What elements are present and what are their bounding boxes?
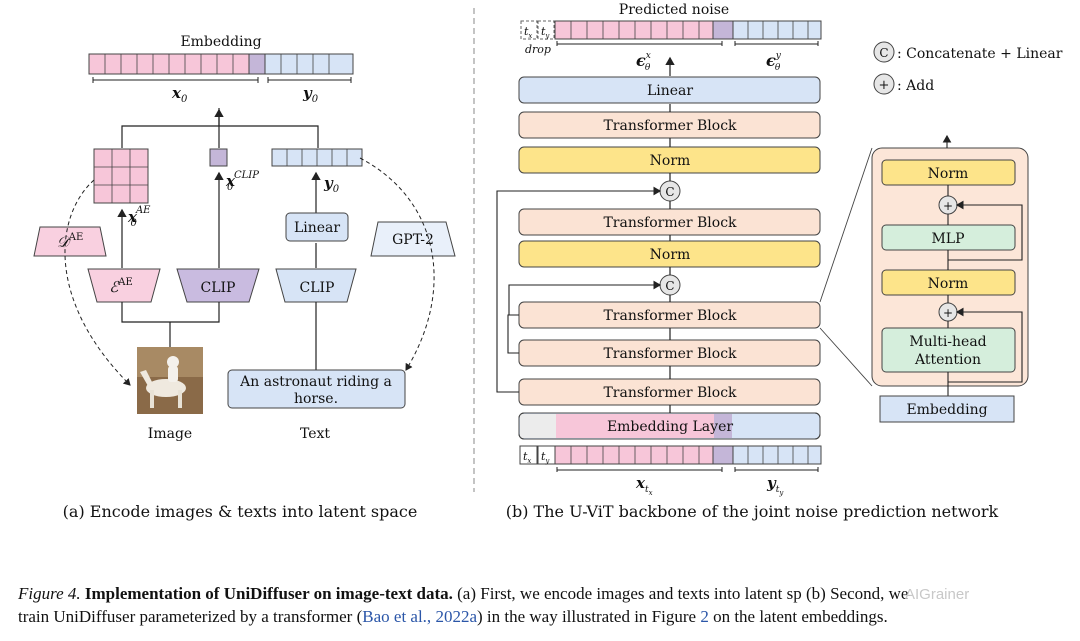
svg-text:Multi-head: Multi-head bbox=[909, 334, 986, 350]
svg-text:Linear: Linear bbox=[294, 220, 340, 236]
citation-bao-year[interactable]: 2022a bbox=[435, 607, 477, 626]
svg-text:Embedding Layer: Embedding Layer bbox=[607, 419, 733, 435]
svg-text:Norm: Norm bbox=[928, 166, 969, 182]
transformer-detail: Norm + MLP Norm + Multi-head Attention bbox=[871, 134, 1029, 387]
svg-text:Transformer Block: Transformer Block bbox=[603, 385, 737, 401]
svg-text:Transformer Block: Transformer Block bbox=[603, 215, 737, 231]
svg-text:ty: ty bbox=[541, 25, 550, 40]
block-linear: Linear bbox=[518, 76, 821, 104]
svg-text:CLIP: CLIP bbox=[300, 280, 335, 296]
svg-text:C: C bbox=[665, 185, 674, 199]
block-embedding-layer: Embedding Layer bbox=[518, 412, 821, 440]
svg-text:: Add: : Add bbox=[897, 78, 934, 94]
figure-caption: Figure 4. Implementation of UniDiffuser … bbox=[18, 582, 1068, 628]
xt-label: xtx bbox=[635, 474, 653, 497]
predicted-noise-title: Predicted noise bbox=[619, 2, 729, 18]
x0-label: x0 bbox=[171, 84, 188, 105]
svg-text:Transformer Block: Transformer Block bbox=[603, 308, 737, 324]
caption-text-2c: on the latent embeddings. bbox=[708, 607, 888, 626]
input-token-row: tx ty bbox=[519, 445, 822, 472]
svg-text:C: C bbox=[879, 46, 888, 60]
predicted-noise-row: tx ty bbox=[520, 20, 822, 46]
block-transformer-1: Transformer Block bbox=[518, 111, 821, 139]
svg-text:Transformer Block: Transformer Block bbox=[603, 118, 737, 134]
concat-node-1: C bbox=[659, 180, 681, 202]
clip-image-encoder: CLIP bbox=[176, 268, 260, 303]
embedding-token-row bbox=[88, 53, 354, 83]
subcaption-b: (b) The U-ViT backbone of the joint nois… bbox=[506, 502, 999, 521]
y0-label: y0 bbox=[302, 84, 319, 105]
svg-text:ty: ty bbox=[541, 450, 550, 465]
block-transformer-5: Transformer Block bbox=[518, 378, 821, 406]
svg-text:GPT-2: GPT-2 bbox=[392, 232, 434, 248]
text-label: Text bbox=[300, 426, 330, 442]
caption-text-1-tail: (b) Second, we bbox=[806, 584, 909, 603]
svg-text:+: + bbox=[943, 199, 953, 213]
svg-text:Norm: Norm bbox=[928, 276, 969, 292]
block-transformer-3: Transformer Block bbox=[518, 301, 821, 329]
linear-box-a: Linear bbox=[285, 212, 349, 242]
subcaption-a: (a) Encode images & texts into latent sp… bbox=[63, 502, 418, 521]
gpt2-decoder: GPT-2 bbox=[370, 221, 456, 257]
svg-text:horse.: horse. bbox=[294, 391, 338, 407]
svg-text:Norm: Norm bbox=[650, 247, 691, 263]
svg-text:Transformer Block: Transformer Block bbox=[603, 346, 737, 362]
block-norm-1: Norm bbox=[518, 146, 821, 174]
svg-text:Linear: Linear bbox=[647, 83, 693, 99]
panel-a: Embedding x0 y0 xA bbox=[33, 34, 456, 521]
y0-mid-label: y0 bbox=[323, 174, 340, 195]
svg-text:Norm: Norm bbox=[650, 153, 691, 169]
astronaut-horse-image bbox=[137, 347, 203, 414]
caption-text-2b: ) in the way illustrated in Figure bbox=[476, 607, 701, 626]
svg-text:+: + bbox=[879, 78, 890, 93]
latent-token-clip bbox=[209, 148, 228, 167]
svg-text:Embedding: Embedding bbox=[906, 402, 987, 418]
decoder-ae: 𝒟AE bbox=[33, 226, 107, 257]
svg-text:: Concatenate + Linear: : Concatenate + Linear bbox=[897, 46, 1063, 62]
concat-node-2: C bbox=[659, 274, 681, 296]
encoder-ae: ℰAE bbox=[87, 268, 161, 303]
embedding-title: Embedding bbox=[180, 34, 261, 50]
block-transformer-4: Transformer Block bbox=[518, 339, 821, 367]
figure-2-link[interactable]: 2 bbox=[700, 607, 709, 626]
caption-text-2a: train UniDiffuser parameterized by a tra… bbox=[18, 607, 363, 626]
svg-text:C: C bbox=[665, 279, 674, 293]
svg-text:tx: tx bbox=[523, 450, 531, 465]
caption-text-box: An astronaut riding a horse. bbox=[227, 369, 406, 409]
image-label: Image bbox=[148, 426, 192, 442]
caption-title: Implementation of UniDiffuser on image-t… bbox=[84, 584, 453, 603]
yt-label: yty bbox=[766, 474, 784, 497]
svg-text:+: + bbox=[943, 306, 953, 320]
svg-text:MLP: MLP bbox=[931, 231, 964, 247]
watermark: AIGrainer bbox=[905, 586, 970, 603]
svg-text:Attention: Attention bbox=[914, 352, 981, 368]
detail-embedding: Embedding bbox=[879, 395, 1015, 423]
svg-text:ℰAE: ℰAE bbox=[109, 277, 133, 296]
svg-text:An astronaut riding a: An astronaut riding a bbox=[239, 374, 392, 390]
svg-text:CLIP: CLIP bbox=[201, 280, 236, 296]
latent-grid-ae bbox=[93, 148, 149, 204]
latent-row-text bbox=[271, 148, 363, 167]
citation-bao[interactable]: Bao et al., bbox=[362, 607, 436, 626]
clip-text-encoder: CLIP bbox=[275, 268, 357, 303]
legend: C : Concatenate + Linear + : Add bbox=[873, 41, 1063, 95]
svg-text:tx: tx bbox=[524, 25, 532, 40]
block-transformer-2: Transformer Block bbox=[518, 208, 821, 236]
block-norm-2: Norm bbox=[518, 240, 821, 268]
caption-figure-number: Figure 4. bbox=[18, 584, 81, 603]
svg-text:𝒟AE: 𝒟AE bbox=[57, 232, 84, 251]
caption-text-1: (a) First, we encode images and texts in… bbox=[457, 584, 802, 603]
drop-label: drop bbox=[525, 43, 551, 56]
